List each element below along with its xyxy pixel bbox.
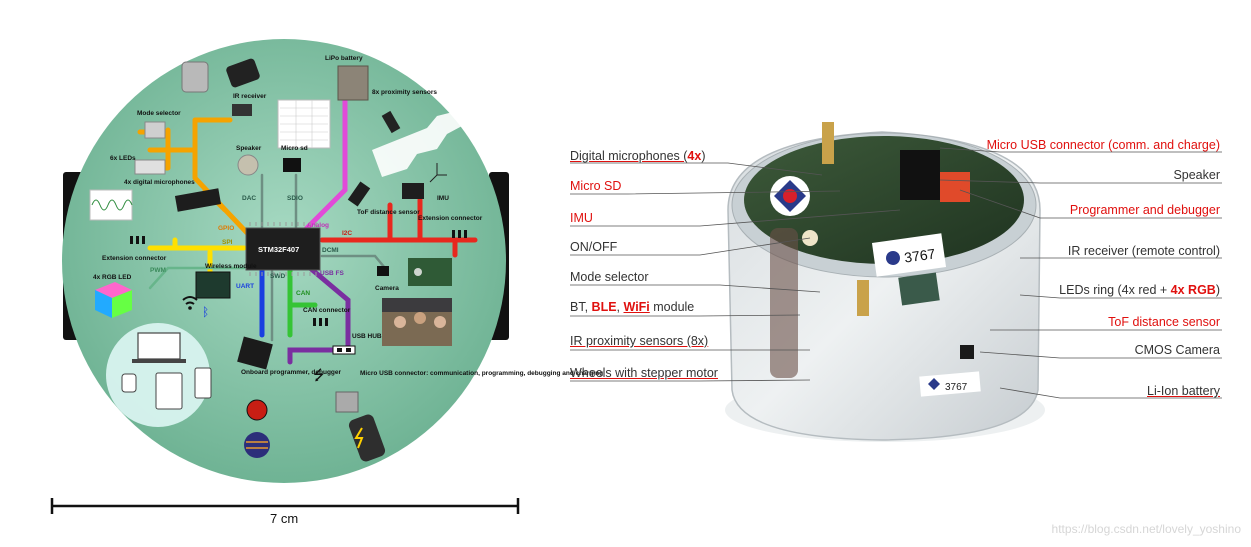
label-camera: Camera xyxy=(375,285,399,292)
label-ir-receiver: IR receiver xyxy=(233,93,267,100)
bus-label-dac: DAC xyxy=(242,195,256,202)
waveform-icon xyxy=(89,189,133,221)
bus-label-sdio: SDIO xyxy=(287,195,303,202)
usb-hub-icon xyxy=(332,345,356,355)
bus-spi xyxy=(147,237,247,278)
microphone-chip-icon xyxy=(174,188,222,212)
label-mode-selector-robot: Mode selector xyxy=(570,270,649,284)
label-usb-hub: USB HUB xyxy=(352,333,382,340)
can-connector-icon xyxy=(313,318,328,326)
mcu-label: STM32F407 xyxy=(258,245,299,254)
micro-sd-icon xyxy=(283,158,301,172)
label-tof-robot: ToF distance sensor xyxy=(1108,315,1220,329)
usb-connector-icon xyxy=(335,391,359,413)
label-wireless: Wireless module xyxy=(205,263,257,270)
label-ext-left: Extension connector xyxy=(102,255,167,262)
remote-icon xyxy=(226,58,260,88)
label-can-connector: CAN connector xyxy=(303,307,351,314)
bus-label-swd: SWD xyxy=(270,273,285,280)
label-mics: 4x digital microphones xyxy=(124,179,195,186)
bus-label-i2c: I2C xyxy=(342,230,352,237)
label-programmer: Onboard programmer, debugger xyxy=(241,369,342,376)
watermark: https://blog.csdn.net/lovely_yoshino xyxy=(1051,522,1241,536)
bus-label-can: CAN xyxy=(296,290,310,297)
tof-sensor-icon xyxy=(347,181,371,207)
label-on-off: ON/OFF xyxy=(570,240,618,254)
label-ext-right: Extension connector xyxy=(418,215,483,222)
label-programmer-robot: Programmer and debugger xyxy=(1069,203,1220,217)
label-leds: 6x LEDs xyxy=(110,155,136,162)
label-imu-robot: IMU xyxy=(570,211,593,225)
laptop-icon xyxy=(137,332,181,360)
scale-bar xyxy=(50,498,520,514)
component-icons: ᛒ ⭍ xyxy=(89,58,467,462)
label-tof: ToF distance sensor xyxy=(357,209,420,216)
bus-label-analog: Analog xyxy=(307,222,329,229)
label-ir-receiver-robot: IR receiver (remote control) xyxy=(1067,244,1220,258)
robot-number-top: 3767 xyxy=(903,245,936,265)
bus-i2c xyxy=(319,197,478,258)
proximity-sensor-icon xyxy=(381,110,401,134)
rgb-cube-icon xyxy=(95,282,132,318)
wireless-module-icon xyxy=(195,271,231,299)
bus-label-dcmi: DCMI xyxy=(322,247,339,254)
speaker-icon xyxy=(237,154,259,176)
label-usb-robot: Micro USB connector (comm. and charge) xyxy=(986,138,1220,152)
wifi-icon xyxy=(182,296,198,305)
label-wheels: Wheels with stepper motor xyxy=(570,366,718,380)
component-labels: LiPo battery IR receiver 8x proximity se… xyxy=(93,55,603,377)
robot-photo: 3767 3767 xyxy=(725,122,1045,442)
label-rgb-led: 4x RGB LED xyxy=(93,274,132,281)
extension-connector-right-icon xyxy=(452,230,467,238)
imu-chip-icon xyxy=(402,183,424,199)
bus-label-usbfs: USB FS xyxy=(320,270,345,277)
mcu-chip: STM32F407 xyxy=(245,222,321,276)
camera-icon xyxy=(377,266,389,276)
label-speaker: Speaker xyxy=(236,145,262,152)
debugger-bug-icon xyxy=(246,399,268,421)
bus-label-spi: SPI xyxy=(222,239,233,246)
label-wireless-robot: BT, BLE, WiFi module xyxy=(570,300,695,314)
bus-label-uart: UART xyxy=(236,283,254,290)
label-speaker-robot: Speaker xyxy=(1173,168,1220,182)
label-cmos-camera: CMOS Camera xyxy=(1134,343,1220,357)
extension-connector-left-icon xyxy=(130,236,145,244)
bus-can xyxy=(287,267,318,338)
bus-label-pwm: PWM xyxy=(150,267,166,274)
label-micro-sd-robot: Micro SD xyxy=(570,179,622,193)
label-micro-sd: Micro sd xyxy=(281,145,308,152)
bus-analog xyxy=(302,97,348,233)
usb-symbol-icon: ⭍ xyxy=(313,368,325,384)
leader-lines xyxy=(570,147,1222,399)
ir-receiver-icon xyxy=(232,104,252,116)
leds-icon xyxy=(134,159,166,175)
robot-number-bottom: 3767 xyxy=(945,382,968,393)
bus-labels: GPIO DAC SDIO Analog I2C DCMI PWM UART S… xyxy=(150,195,352,297)
watch-icon xyxy=(121,373,137,393)
label-usb-connector: Micro USB connector: communication, prog… xyxy=(360,370,603,377)
phone-icon xyxy=(194,367,212,399)
mode-selector-icon xyxy=(144,121,166,139)
bus-dcmi xyxy=(320,254,387,270)
bluetooth-icon: ᛒ xyxy=(202,305,209,319)
label-imu: IMU xyxy=(437,195,449,202)
bus-pwm xyxy=(148,266,246,290)
stepper-motor-icon xyxy=(181,61,209,93)
label-digital-mics: Digital microphones (4x) xyxy=(570,149,706,163)
eclipse-icon xyxy=(244,432,270,458)
bus-label-gpio: GPIO xyxy=(218,225,234,232)
arena-map-icon xyxy=(372,111,462,177)
scale-label: 7 cm xyxy=(270,511,299,526)
label-mode-selector: Mode selector xyxy=(137,110,181,117)
label-proximity: 8x proximity sensors xyxy=(372,89,437,96)
battery-icon xyxy=(337,65,369,101)
label-ir-proximity: IR proximity sensors (8x) xyxy=(570,334,709,348)
label-battery-robot: Li-Ion battery xyxy=(1147,384,1220,398)
programmer-chip-icon xyxy=(237,336,273,370)
tablet-icon xyxy=(155,372,183,410)
label-leds-ring: LEDs ring (4x red + 4x RGB) xyxy=(1059,283,1220,297)
usb-cable-icon xyxy=(348,414,386,462)
label-lipo-battery: LiPo battery xyxy=(325,55,363,62)
